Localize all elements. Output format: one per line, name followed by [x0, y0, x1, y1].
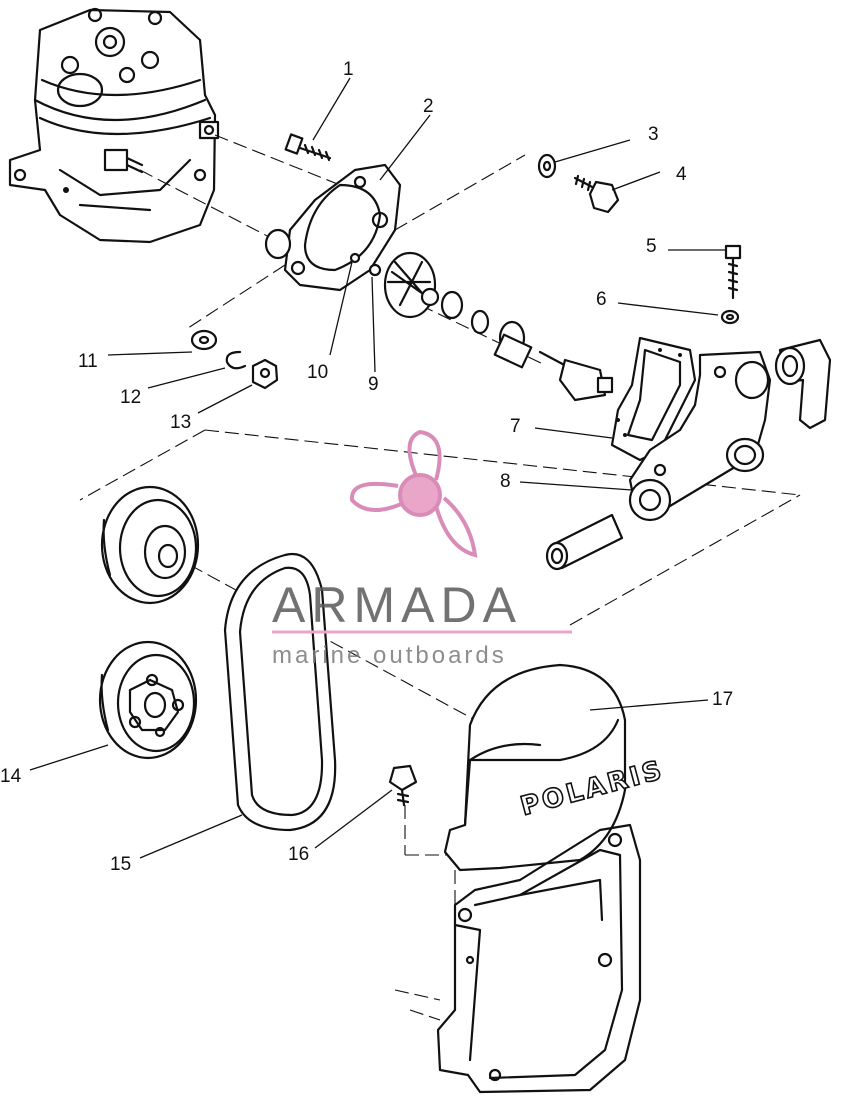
callout-9: 9 [368, 374, 379, 395]
callout-2: 2 [423, 96, 434, 117]
callout-15: 15 [110, 854, 131, 875]
armada-watermark: ARMADA marine outboards [272, 429, 572, 669]
callout-7: 7 [510, 416, 521, 437]
watermark-tagline: marine outboards [272, 642, 507, 669]
hose-elbow-fitting [774, 338, 832, 430]
part-10-seal [349, 252, 361, 264]
callout-13: 13 [170, 412, 191, 433]
part-4-bolt [573, 174, 620, 214]
part-14-lower-pulley [98, 640, 198, 760]
part-7-gasket [610, 336, 697, 462]
part-8-pump-cover [628, 350, 772, 522]
part-9-o-ring [368, 263, 382, 277]
callout-17: 17 [712, 689, 733, 710]
callout-11: 11 [78, 351, 98, 372]
sleeve-tube [545, 513, 624, 571]
leader-lines [29, 77, 725, 859]
impeller-shaft-assembly [383, 251, 614, 402]
callout-8: 8 [500, 471, 511, 492]
callout-labels: 1 2 3 4 5 6 7 8 9 10 11 12 13 14 15 16 1… [0, 59, 733, 875]
flywheel-housing-bracket [436, 823, 642, 1094]
callout-3: 3 [648, 124, 659, 145]
part-3-washer [537, 153, 557, 179]
upper-pulley [100, 485, 200, 605]
callout-1: 1 [343, 59, 354, 80]
callout-16: 16 [288, 844, 309, 865]
callout-12: 12 [120, 387, 141, 408]
part-13-nut [251, 358, 279, 390]
part-11-washer [190, 329, 218, 351]
part-16-bolt [388, 764, 418, 807]
alignment-lines [79, 134, 801, 1021]
part-15-drive-belt [223, 552, 337, 832]
callout-6: 6 [596, 289, 607, 310]
watermark-brand: ARMADA [272, 577, 522, 633]
part-1-bolt [284, 133, 332, 162]
part-5-screw [724, 244, 742, 300]
propeller-logo-icon [349, 429, 478, 558]
callout-4: 4 [676, 164, 687, 185]
part-12-lock-washer [225, 350, 247, 370]
part-6-washer [720, 309, 740, 325]
callout-14: 14 [0, 766, 22, 787]
engine-cylinder-block [8, 7, 220, 244]
part-2-pump-housing [264, 163, 402, 292]
callout-5: 5 [646, 236, 657, 257]
callout-10: 10 [307, 362, 328, 383]
